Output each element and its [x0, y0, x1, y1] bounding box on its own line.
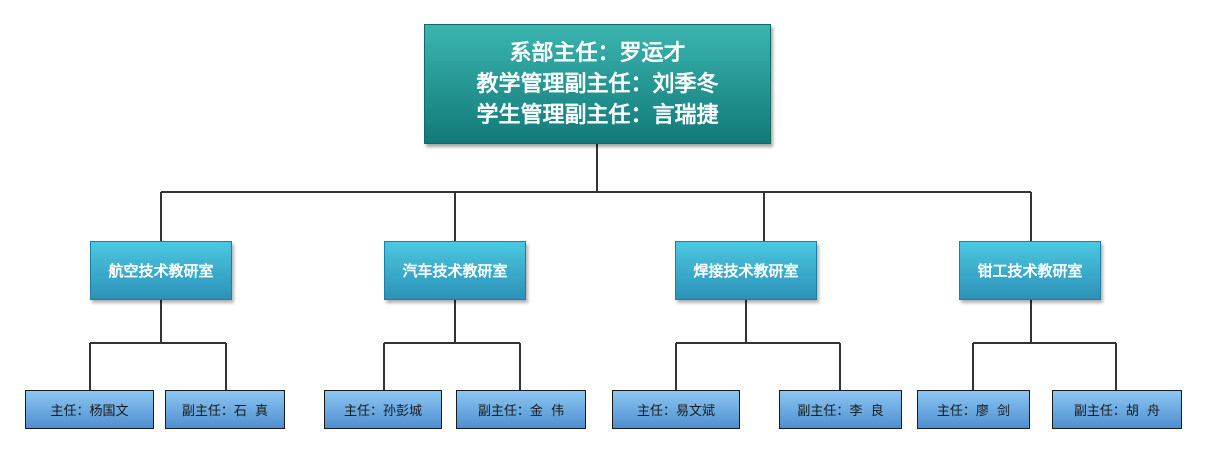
deputy-label: 副主任：石 真 [181, 404, 269, 419]
department-head-line: 系部主任：罗运才 [509, 40, 686, 66]
director-label: 主任：易文斌 [636, 404, 715, 419]
director-label: 主任：杨国文 [50, 404, 129, 419]
fitter-deputy-box: 副主任：胡 舟 [1052, 390, 1182, 429]
lab-box-fitter: 钳工技术教研室 [959, 241, 1101, 300]
lab-box-automotive: 汽车技术教研室 [384, 241, 526, 300]
deputy-label: 副主任：胡 舟 [1073, 404, 1161, 419]
deputy-label: 副主任：金 伟 [477, 404, 565, 419]
lab-name: 航空技术教研室 [108, 262, 214, 280]
director-label: 主任：廖 剑 [936, 404, 1011, 419]
director-label: 主任：孙彭城 [343, 404, 422, 419]
lab-box-welding: 焊接技术教研室 [675, 241, 817, 300]
lab-name: 钳工技术教研室 [977, 262, 1083, 280]
aviation-director-box: 主任：杨国文 [25, 390, 154, 429]
aviation-deputy-box: 副主任：石 真 [165, 390, 285, 429]
fitter-director-box: 主任：廖 剑 [917, 390, 1030, 429]
welding-director-box: 主任：易文斌 [612, 390, 740, 429]
welding-deputy-box: 副主任：李 良 [779, 390, 902, 429]
lab-name: 汽车技术教研室 [402, 262, 508, 280]
lab-name: 焊接技术教研室 [693, 262, 799, 280]
automotive-director-box: 主任：孙彭城 [324, 390, 442, 429]
department-head-box: 系部主任：罗运才 教学管理副主任：刘季冬 学生管理副主任：言瑞捷 [424, 24, 771, 144]
lab-box-aviation: 航空技术教研室 [90, 241, 232, 300]
teaching-deputy-line: 教学管理副主任：刘季冬 [476, 71, 719, 97]
student-deputy-line: 学生管理副主任：言瑞捷 [476, 102, 719, 128]
deputy-label: 副主任：李 良 [797, 404, 884, 419]
automotive-deputy-box: 副主任：金 伟 [456, 390, 586, 429]
